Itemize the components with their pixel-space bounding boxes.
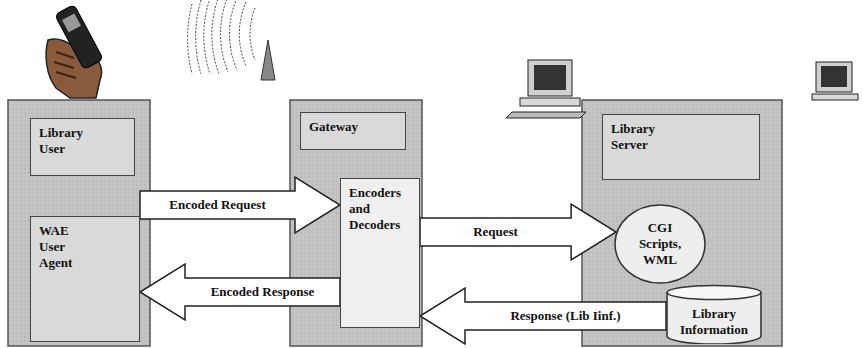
node-label: Library User xyxy=(39,125,99,157)
computer-icon xyxy=(812,62,858,100)
arrow-label: Encoded Response xyxy=(209,284,317,300)
client-panel xyxy=(8,100,150,346)
node-label: WAE User Agent xyxy=(39,223,89,271)
user-box: Library User xyxy=(30,118,135,176)
gateway-box: Gateway xyxy=(300,112,406,150)
node-label: Gateway xyxy=(309,119,389,135)
computer-icon xyxy=(506,60,586,118)
user-agent-box: WAE User Agent xyxy=(30,216,140,342)
node-label: CGI Scripts, WML xyxy=(625,220,695,268)
block-arrow xyxy=(140,264,340,320)
script-ellipse: CGI Scripts, WML xyxy=(614,204,706,284)
node-label: Library Server xyxy=(611,121,671,153)
codec-box: Encoders and Decoders xyxy=(340,178,420,328)
node-label: Encoders and Decoders xyxy=(349,185,413,233)
arrow-label: Request xyxy=(471,224,520,240)
block-arrow xyxy=(420,288,666,344)
radio-waves xyxy=(188,0,255,74)
phone-icon xyxy=(46,4,103,98)
node-label: Library Information xyxy=(674,306,754,338)
block-arrow xyxy=(140,177,340,233)
arrow-label: Encoded Request xyxy=(167,197,267,213)
block-arrow xyxy=(420,204,616,260)
database-cylinder: Library Information xyxy=(666,284,762,344)
antenna-tower xyxy=(261,40,275,80)
arrow-label: Response (Lib Iinf.) xyxy=(508,308,622,324)
server-box: Library Server xyxy=(602,114,760,180)
